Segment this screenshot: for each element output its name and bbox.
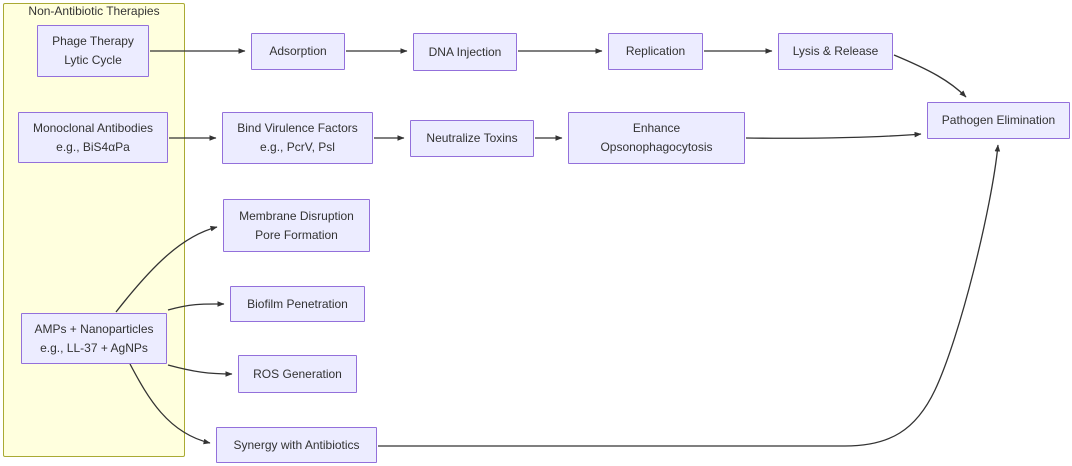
node-label: Enhance [632, 121, 681, 136]
node-lysis-release: Lysis & Release [778, 33, 893, 70]
edge-amps-synergy [129, 363, 211, 445]
edge-amps-biofilm [167, 301, 225, 311]
node-monoclonal-antibodies: Monoclonal Antibodies e.g., BiS4αPa [18, 112, 168, 163]
node-dna-injection: DNA Injection [413, 33, 517, 71]
node-label: Membrane Disruption [239, 208, 354, 223]
node-biofilm-penetration: Biofilm Penetration [230, 286, 365, 322]
node-label: Biofilm Penetration [247, 296, 348, 311]
node-enhance-opsonophagocytosis: Enhance Opsonophagocytosis [568, 112, 745, 164]
node-pathogen-elimination: Pathogen Elimination [927, 102, 1070, 139]
node-label: Synergy with Antibiotics [233, 437, 360, 452]
edge-synergy-pathogen [378, 144, 1001, 447]
node-amps-nanoparticles: AMPs + Nanoparticles e.g., LL-37 + AgNPs [21, 313, 167, 364]
node-label: e.g., PcrV, Psl [260, 140, 335, 154]
node-label: Bind Virulence Factors [237, 121, 358, 136]
node-membrane-disruption: Membrane Disruption Pore Formation [223, 199, 370, 252]
node-label: e.g., LL-37 + AgNPs [40, 340, 148, 355]
node-neutralize-toxins: Neutralize Toxins [410, 120, 534, 157]
node-replication: Replication [608, 33, 703, 70]
node-label: Replication [625, 44, 686, 59]
node-label: Opsonophagocytosis [600, 140, 713, 154]
node-label: Phage Therapy [52, 34, 134, 49]
node-label: Lysis & Release [792, 44, 879, 59]
node-label: Adsorption [269, 44, 327, 59]
cluster-title: Non-Antibiotic Therapies [28, 4, 160, 18]
node-adsorption: Adsorption [251, 33, 345, 70]
node-label: Lytic Cycle [64, 53, 122, 67]
node-bind-virulence-factors: Bind Virulence Factors e.g., PcrV, Psl [222, 112, 373, 164]
node-ros-generation: ROS Generation [238, 355, 357, 393]
cluster-non-antibiotic-therapies [3, 3, 185, 457]
node-synergy-with-antibiotics: Synergy with Antibiotics [216, 427, 377, 463]
node-label: Pathogen Elimination [941, 113, 1056, 128]
node-label: DNA Injection [428, 44, 502, 59]
node-label: AMPs + Nanoparticles [34, 321, 154, 336]
node-label: Monoclonal Antibodies [32, 120, 154, 135]
edge-enhance-pathogen [745, 131, 922, 139]
node-label: ROS Generation [253, 366, 342, 381]
edge-lysis-pathogen [893, 54, 967, 98]
node-label: e.g., BiS4αPa [56, 139, 130, 154]
node-label: Neutralize Toxins [426, 131, 518, 146]
edge-amps-membrane [115, 225, 218, 313]
node-phage-therapy: Phage Therapy Lytic Cycle [37, 25, 149, 77]
edge-amps-ros [167, 364, 233, 377]
node-label: Pore Formation [255, 227, 338, 242]
